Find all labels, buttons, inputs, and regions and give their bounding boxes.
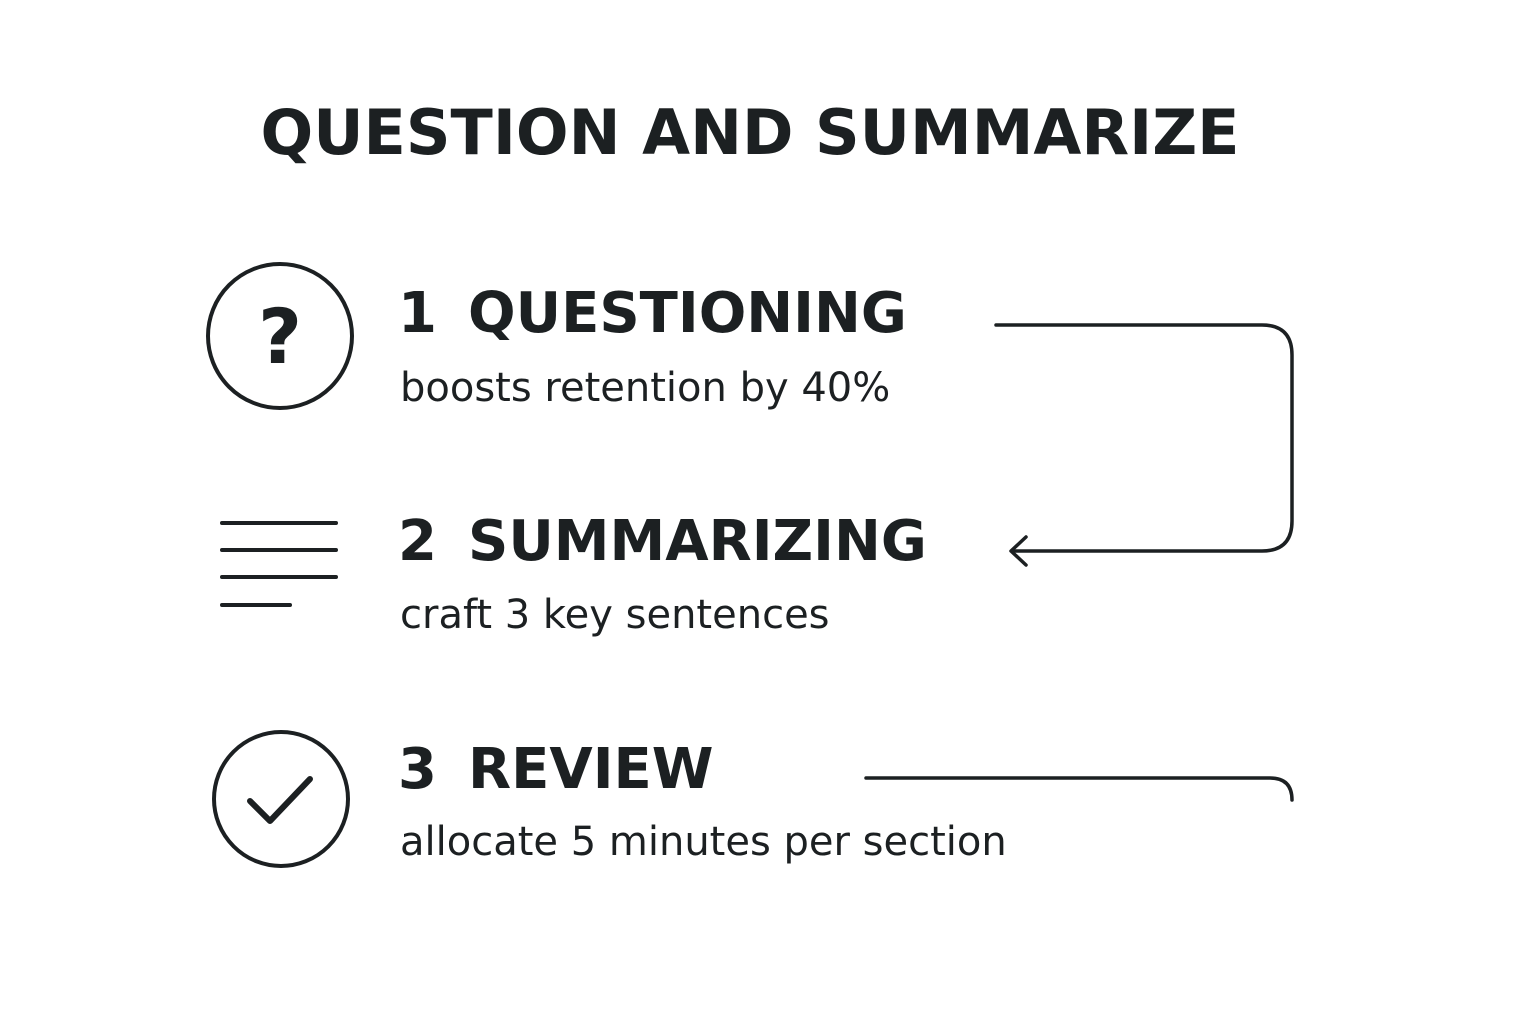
step-2-label: SUMMARIZING (468, 509, 927, 574)
svg-text:?: ? (258, 292, 302, 381)
step-2-description: craft 3 key sentences (400, 592, 830, 638)
step-3-label: REVIEW (468, 737, 714, 802)
step-1-heading: 1 QUESTIONING (398, 282, 907, 346)
connector-line-3 (864, 776, 1294, 802)
step-2-number: 2 (398, 509, 437, 574)
question-circle-icon: ? (206, 262, 354, 410)
step-2-heading: 2 SUMMARIZING (398, 510, 927, 574)
step-1-number: 1 (398, 281, 437, 346)
step-1-description: boosts retention by 40% (400, 365, 891, 411)
arrow-head-icon (1009, 535, 1028, 567)
text-lines-icon (220, 521, 338, 607)
step-3-heading: 3 REVIEW (398, 738, 714, 802)
step-1-label: QUESTIONING (468, 281, 907, 346)
check-circle-icon (212, 730, 350, 868)
diagram-title: QUESTION AND SUMMARIZE (260, 96, 1240, 169)
step-3-number: 3 (398, 737, 437, 802)
connector-arrow-1-to-2 (994, 323, 1294, 553)
step-3-description: allocate 5 minutes per section (400, 819, 1007, 865)
